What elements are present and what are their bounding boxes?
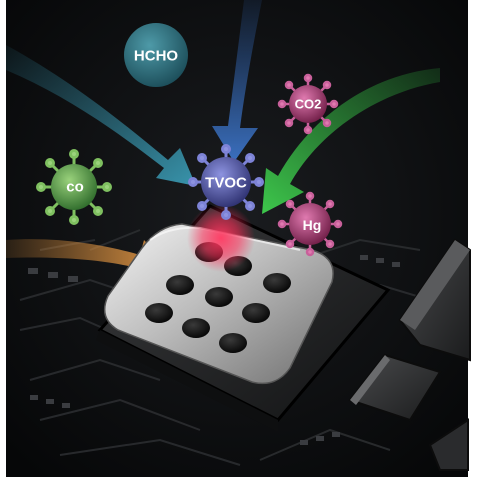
sensor-hole [166, 275, 194, 295]
sensor-hole [219, 333, 247, 353]
sensor-hole [242, 303, 270, 323]
sensor-hole [263, 273, 291, 293]
co2-label: CO2 [295, 97, 322, 112]
tvoc-label: TVOC [205, 175, 247, 192]
circuit-component-large [398, 238, 471, 362]
tvoc-virus: TVOC [188, 144, 264, 220]
sensor-hole [182, 318, 210, 338]
hcho-label: HCHO [134, 48, 178, 65]
blue-arrow [212, 0, 262, 162]
co-virus: co [36, 149, 112, 225]
hg-virus: Hg [277, 191, 343, 257]
teal-arrow [6, 45, 196, 186]
sensor-hole [145, 303, 173, 323]
hg-label: Hg [303, 217, 322, 233]
green-arrow [262, 68, 440, 214]
sensor-chip-side [96, 330, 278, 432]
circuit-board-pads [28, 255, 400, 445]
co-label: co [66, 179, 84, 196]
sensor-hole [205, 287, 233, 307]
orange-arrow [6, 239, 170, 280]
hcho-molecule: HCHO [124, 23, 188, 87]
co2-virus: CO2 [277, 73, 339, 135]
circuit-component-bottom [428, 418, 469, 471]
sensor-glow [187, 204, 255, 272]
circuit-component-small [348, 353, 442, 422]
